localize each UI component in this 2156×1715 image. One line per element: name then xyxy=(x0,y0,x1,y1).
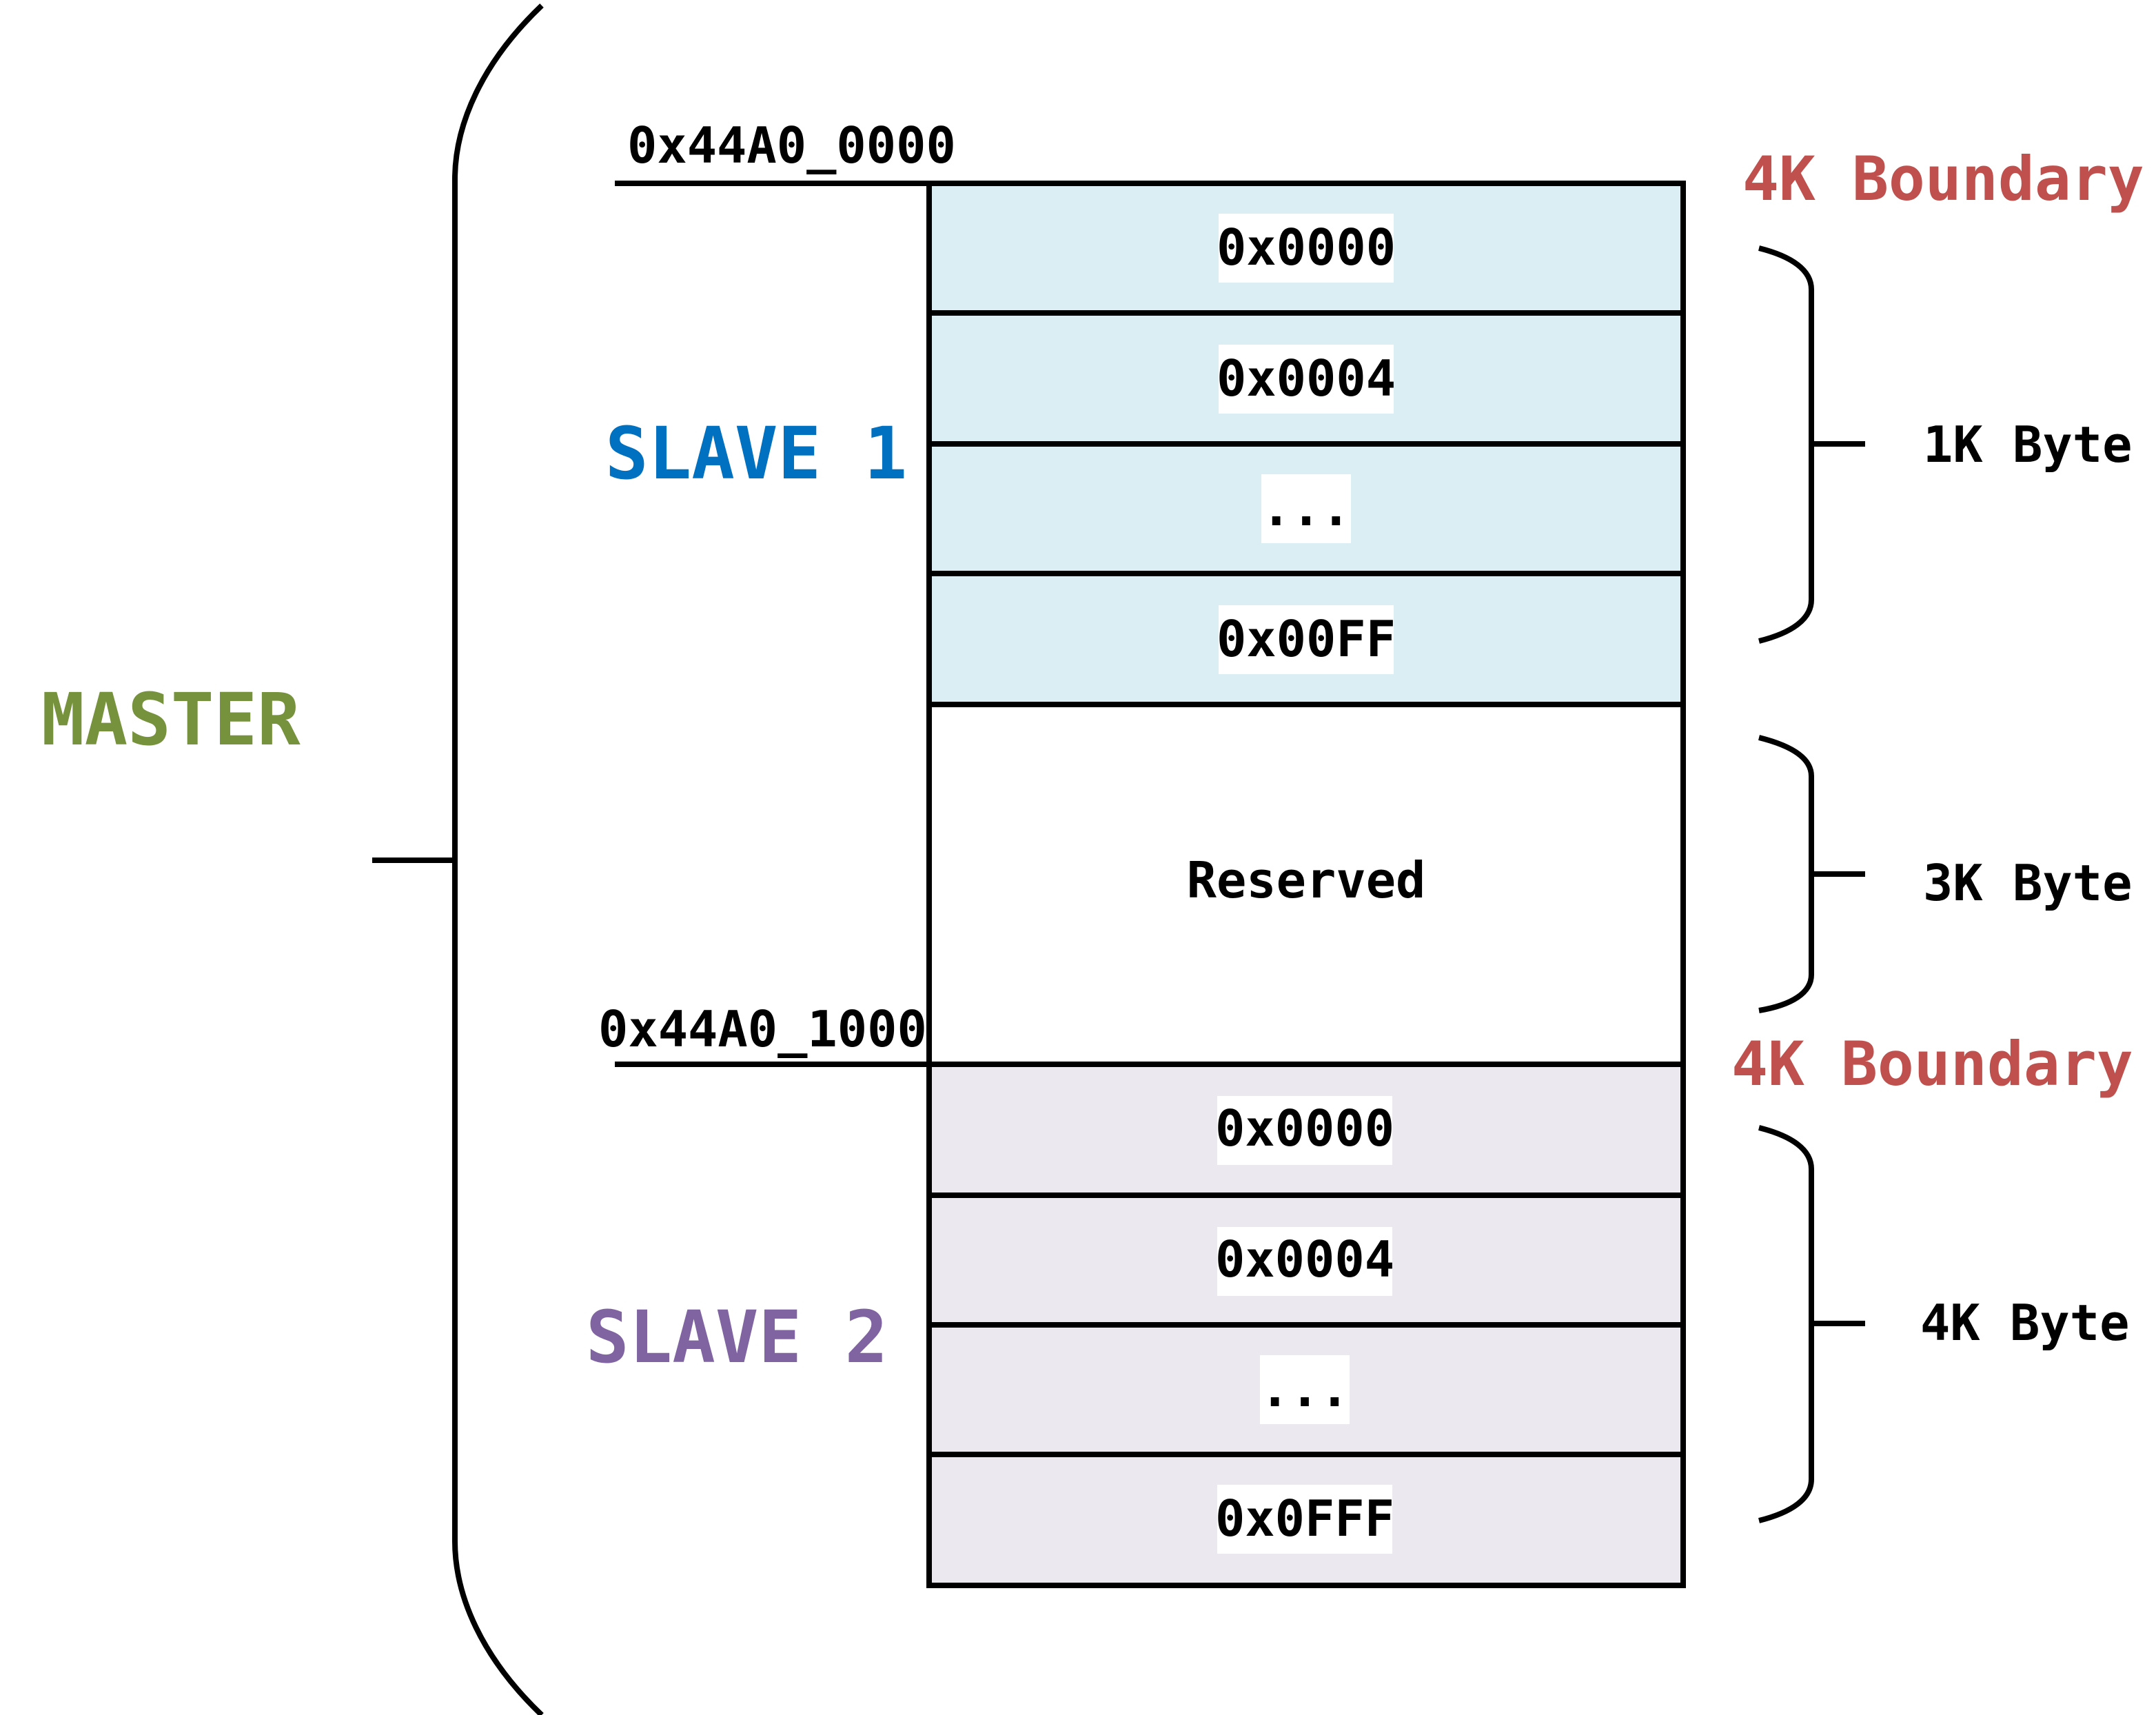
slave1-label: SLAVE 1 xyxy=(605,412,907,496)
row-address: 0x0004 xyxy=(1217,349,1396,407)
slave1-row-0: 0x0000 xyxy=(1217,214,1396,283)
size-brace-3k xyxy=(1758,735,1865,1013)
row-address: 0x0004 xyxy=(1215,1230,1394,1288)
slave2-row-2: ... xyxy=(1260,1355,1350,1424)
row-label-bg xyxy=(1217,1227,1392,1296)
reserved-region xyxy=(926,702,1686,1067)
slave2-label: SLAVE 2 xyxy=(586,1295,888,1379)
row-address: 0x00FF xyxy=(1217,610,1396,668)
slave1-row-2: ... xyxy=(1261,474,1351,543)
row-ellipsis: ... xyxy=(1260,1360,1350,1418)
boundary-label-middle: 4K Boundary xyxy=(1731,1028,2133,1099)
slave2-base-address: 0x44A0_1000 xyxy=(598,1000,927,1058)
row-address: 0x0000 xyxy=(1217,219,1396,276)
row-label-bg xyxy=(1217,1485,1392,1554)
row-label-bg xyxy=(1261,474,1351,543)
boundary-label-top: 4K Boundary xyxy=(1742,143,2144,214)
master-label: MASTER xyxy=(41,678,301,762)
master-brace xyxy=(372,3,544,1715)
slave1-base-address: 0x44A0_0000 xyxy=(627,116,956,174)
row-label-bg xyxy=(1260,1355,1350,1424)
size-brace-4k xyxy=(1758,1125,1865,1523)
row-label-bg xyxy=(1219,345,1394,414)
slave2-row-0: 0x0000 xyxy=(1215,1096,1394,1165)
row-label-bg xyxy=(1219,214,1394,283)
size-label-4k: 4K Byte xyxy=(1920,1294,2129,1352)
row-ellipsis: ... xyxy=(1261,479,1351,537)
slave1-row-1: 0x0004 xyxy=(1217,345,1396,414)
row-address: 0x0000 xyxy=(1215,1099,1394,1157)
slave2-row-3: 0x0FFF xyxy=(1215,1485,1394,1554)
size-brace-1k xyxy=(1758,245,1865,644)
slave1-row-3: 0x00FF xyxy=(1217,605,1396,674)
row-label-bg xyxy=(1217,1096,1392,1165)
slave2-row-1: 0x0004 xyxy=(1215,1227,1394,1296)
row-address: 0x0FFF xyxy=(1215,1490,1394,1547)
reserved-label: Reserved xyxy=(1187,851,1426,909)
size-label-3k: 3K Byte xyxy=(1923,854,2132,912)
row-label-bg xyxy=(1219,605,1394,674)
size-label-1k: 1K Byte xyxy=(1923,416,2132,474)
